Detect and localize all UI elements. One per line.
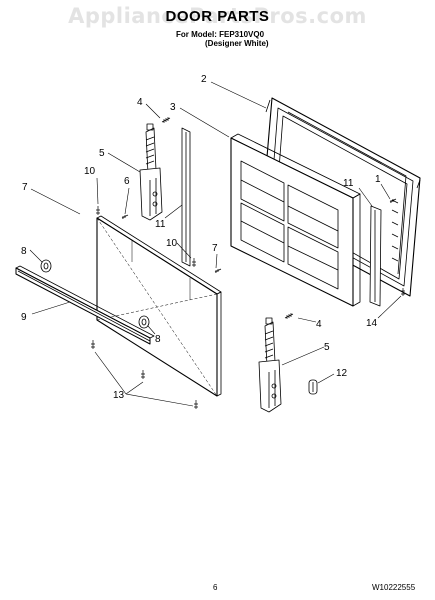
door-handle xyxy=(15,265,155,345)
callout-5: 5 xyxy=(99,148,105,159)
hinge-lower xyxy=(258,317,282,413)
callout-11-right: 11 xyxy=(343,178,354,189)
callout-labels: 2 3 4 5 7 10 6 11 1 11 8 10 7 9 8 4 14 5… xyxy=(21,74,381,401)
callout-7-right: 7 xyxy=(212,243,218,254)
callout-7: 7 xyxy=(22,182,28,193)
page-title: DOOR PARTS xyxy=(165,8,270,25)
watermark: AppliancePartsPros.com xyxy=(68,4,367,28)
callout-14: 14 xyxy=(366,318,378,329)
screws xyxy=(91,117,405,409)
callout-6: 6 xyxy=(124,176,130,187)
callout-11: 11 xyxy=(155,219,166,230)
page-number: 6 xyxy=(213,583,218,592)
callout-2: 2 xyxy=(201,74,207,85)
callout-8: 8 xyxy=(21,246,27,257)
color-line: (Designer White) xyxy=(205,39,269,48)
callout-13: 13 xyxy=(113,390,125,401)
model-line: For Model: FEP310VQ0 xyxy=(176,30,265,39)
callout-4: 4 xyxy=(137,97,143,108)
handle-cap-upper xyxy=(40,259,52,273)
door-clip xyxy=(308,379,318,395)
handle-cap-lower xyxy=(138,315,150,329)
callout-10-right: 10 xyxy=(166,238,178,249)
side-trim-right xyxy=(369,205,382,307)
callout-12: 12 xyxy=(336,368,348,379)
callout-8-lower: 8 xyxy=(155,334,161,345)
hinge-upper xyxy=(139,123,163,221)
callout-5-lower: 5 xyxy=(324,342,330,353)
leader-lines xyxy=(29,81,402,407)
callout-4-lower: 4 xyxy=(316,319,322,330)
document-number: W10222555 xyxy=(372,583,416,592)
callout-10: 10 xyxy=(84,166,96,177)
outer-door-panel xyxy=(96,215,222,397)
callout-3: 3 xyxy=(170,102,176,113)
door-glass xyxy=(230,133,361,307)
callout-9: 9 xyxy=(21,312,27,323)
callout-1: 1 xyxy=(375,174,381,185)
side-trim-left xyxy=(181,127,191,267)
